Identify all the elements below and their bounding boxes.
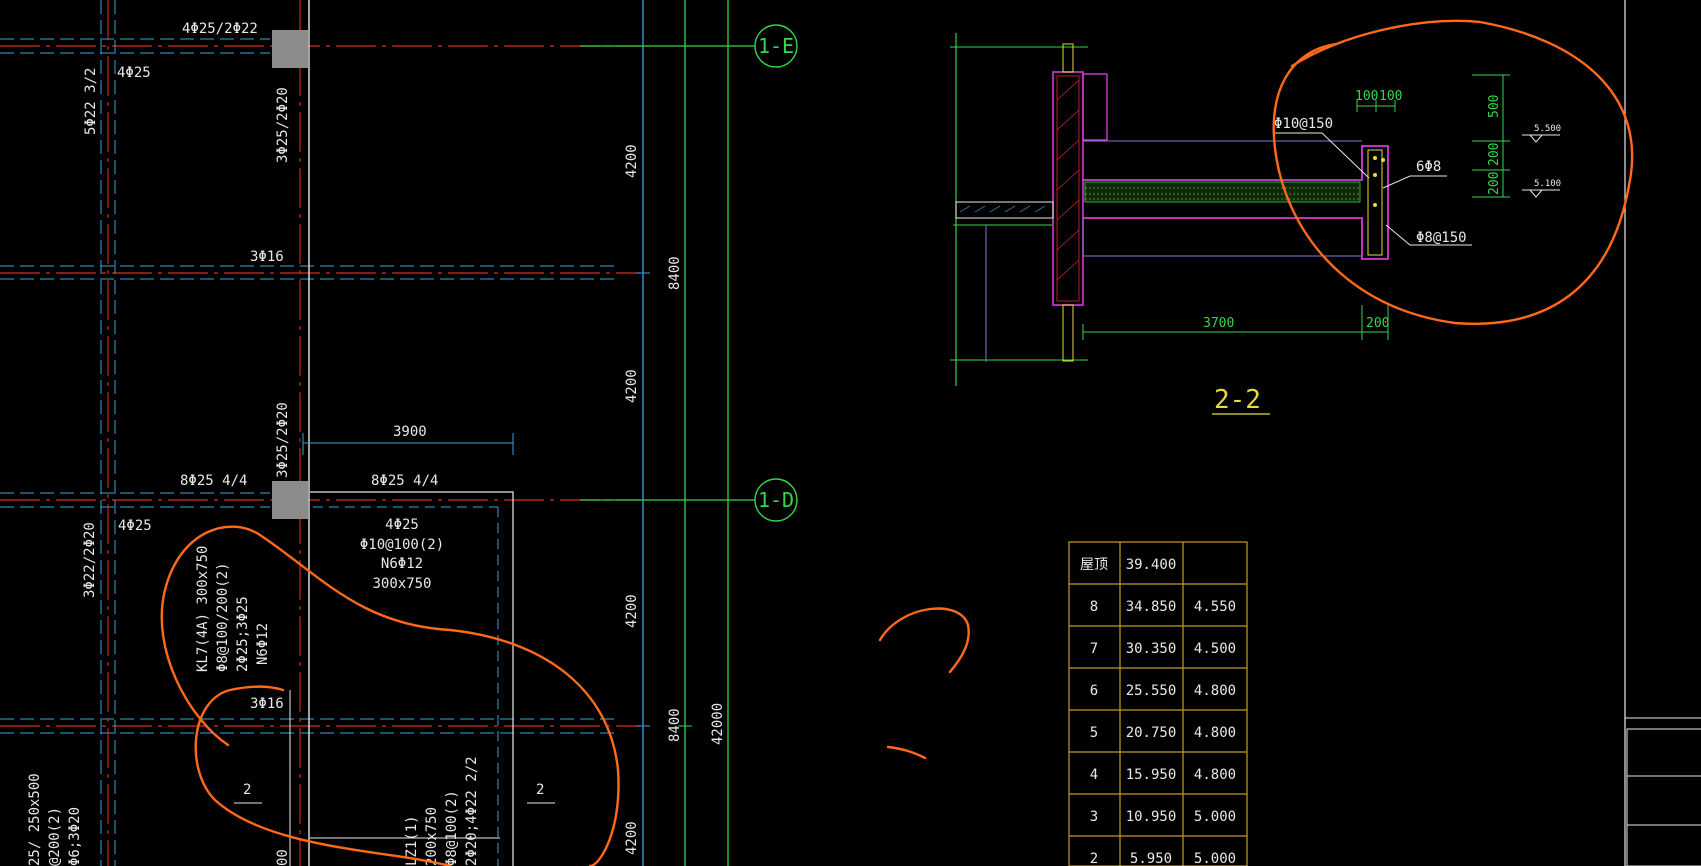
lz-note-line-3: Φ8@100(2): [444, 790, 460, 866]
section-bar-6phi8: 6Φ8: [1416, 159, 1441, 175]
axis-label-1e: 1-E: [758, 34, 794, 58]
dim-4200-a: 4200: [624, 144, 640, 178]
table-cell: 4.500: [1194, 641, 1236, 657]
table-cell: 4.550: [1194, 599, 1236, 615]
table-cell: 2: [1090, 851, 1098, 866]
table-cell: 5.950: [1130, 851, 1172, 866]
section-bar-phi10: Φ10@150: [1274, 116, 1333, 132]
table-cell: 5: [1090, 725, 1098, 741]
dim-4200-d: 4200: [624, 821, 640, 855]
table-cell: 屋顶: [1080, 557, 1108, 573]
table-cell: 3: [1090, 809, 1098, 825]
markup-loop-plan: [160, 525, 620, 866]
markup-circle-section: [1272, 19, 1634, 325]
dim-42000: 42000: [710, 703, 726, 745]
beam-note-line-2: Φ10@100(2): [360, 537, 444, 553]
section-2-2-detail: 2-2 100 100 Φ10@150 6Φ8 Φ8@150 500 200 2…: [950, 33, 1561, 415]
section-elev-5100: 5.100: [1534, 179, 1561, 189]
dim-3900: 3900: [393, 424, 427, 440]
dim-8400-a: 8400: [667, 256, 683, 290]
axis-label-1d: 1-D: [758, 488, 794, 512]
label-top-bar: 4Φ25/2Φ22: [182, 21, 258, 37]
section-dim-200-a: 200: [1487, 143, 1502, 166]
table-cell: 8: [1090, 599, 1098, 615]
plan-labels: 4Φ25/2Φ22 4Φ25 5Φ22 3/2 3Φ25/2Φ20 3Φ16 3…: [27, 21, 726, 866]
section-dim-200-c: 200: [1366, 316, 1389, 331]
lz-note-line-4: 2Φ20;4Φ22 2/2: [464, 756, 480, 866]
table-cell: 25.550: [1126, 683, 1177, 699]
label-vert-col2: 3Φ25/2Φ20: [275, 87, 291, 163]
section-elev-5500: 5.500: [1534, 124, 1561, 134]
section-dim-100-a: 100: [1355, 89, 1378, 104]
lz-note-line-2: 200x750: [424, 807, 440, 866]
plan-grid: [0, 0, 755, 866]
section-title-2-2: 2-2: [1214, 385, 1261, 415]
lz-note-line-1: LZ1(1): [404, 815, 420, 866]
label-4phi25-left: 4Φ25: [118, 518, 152, 534]
label-vert-col3: 3Φ25/2Φ20: [275, 402, 291, 478]
axis-bubble-1d: 1-D: [754, 478, 798, 522]
table-cell: 4.800: [1194, 725, 1236, 741]
table-cell: 10.950: [1126, 809, 1177, 825]
table-cell: 39.400: [1126, 557, 1177, 573]
label-lower-3phi16: 3Φ16: [250, 696, 284, 712]
label-8phi25-left: 8Φ25 4/4: [180, 473, 247, 489]
table-cell: 6: [1090, 683, 1098, 699]
bl-note-line-3: Φ6;3Φ20: [67, 807, 83, 866]
dim-4200-c: 4200: [624, 594, 640, 628]
kl-note-line-2: Φ8@100/200(2): [215, 562, 231, 672]
label-3phi22: 3Φ22/2Φ20: [82, 522, 98, 598]
kl-note-line-4: N6Φ12: [255, 623, 271, 665]
table-cell: 30.350: [1126, 641, 1177, 657]
section-mark-right: 2: [536, 782, 544, 798]
table-cell: 7: [1090, 641, 1098, 657]
kl-note-line-1: KL7(4A) 300x750: [195, 546, 211, 672]
section-dim-500: 500: [1487, 95, 1502, 118]
dim-4200-b: 4200: [624, 369, 640, 403]
markup-question-dot: [886, 745, 927, 760]
table-cell: 4.800: [1194, 767, 1236, 783]
table-cell: 5.000: [1194, 809, 1236, 825]
beam-note-line-1: 4Φ25: [385, 517, 419, 533]
kl-note-line-3: 2Φ25;3Φ25: [235, 596, 251, 672]
orange-markup: [160, 19, 1634, 866]
table-cell: 4.800: [1194, 683, 1236, 699]
section-dim-3700: 3700: [1203, 316, 1234, 331]
markup-question-curve: [878, 607, 970, 674]
label-3phi16: 3Φ16: [250, 249, 284, 265]
bl-note-line-2: @200(2): [47, 807, 63, 866]
section-bar-phi8: Φ8@150: [1416, 230, 1467, 246]
beam-note-line-4: 300x750: [372, 576, 431, 592]
beam-note-line-3: N6Φ12: [381, 556, 423, 572]
bl-note-line-1: 25/ 250x500: [27, 773, 43, 866]
table-cell: 20.750: [1126, 725, 1177, 741]
label-8phi25-right: 8Φ25 4/4: [371, 473, 438, 489]
floor-level-table: 屋顶 39.400 8 34.850 4.550 7 30.350 4.500 6 25.550 4…: [1068, 541, 1248, 866]
drawing-border: [1624, 0, 1701, 866]
table-cell: 15.950: [1126, 767, 1177, 783]
section-dim-200-b: 200: [1487, 172, 1502, 195]
section-dim-100-b: 100: [1379, 89, 1402, 104]
dim-8400-b: 8400: [667, 708, 683, 742]
label-left-mid: 4Φ25: [117, 65, 151, 81]
table-cell: 4: [1090, 767, 1098, 783]
table-cell: 34.850: [1126, 599, 1177, 615]
axis-bubble-1e: 1-E: [754, 24, 798, 68]
bottom-left-small: 00: [275, 849, 291, 866]
section-mark-left: 2: [243, 782, 251, 798]
table-cell: 5.000: [1194, 851, 1236, 866]
label-vert-col: 5Φ22 3/2: [83, 68, 99, 135]
